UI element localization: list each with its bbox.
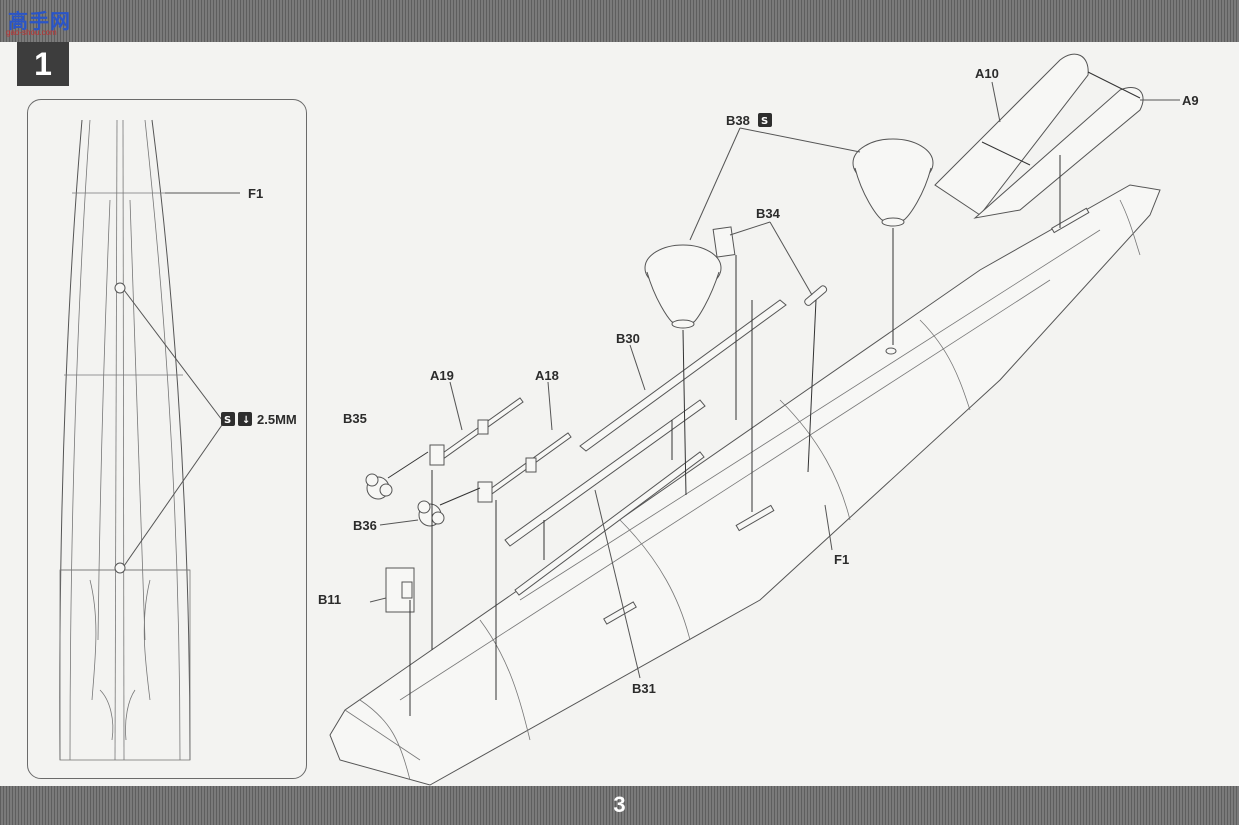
part-a9 (973, 87, 1144, 219)
step-number-badge: 1 (17, 42, 69, 86)
part-a18 (477, 432, 572, 503)
part-b38-left (644, 244, 722, 329)
b38-glue-icon: S (758, 113, 772, 127)
label-b35: B35 (343, 411, 367, 426)
detail-drill-note: 2.5MM (257, 412, 297, 427)
glue-icon: S (221, 412, 235, 426)
part-a10 (934, 53, 1089, 216)
page-number: 3 (613, 792, 626, 817)
top-bar (0, 0, 1239, 42)
svg-text:↓: ↓ (242, 415, 250, 426)
watermark-url: gao-shou.com (6, 28, 57, 37)
part-b30 (579, 299, 787, 452)
label-b38: B38 (726, 113, 750, 128)
label-b31: B31 (632, 681, 656, 696)
label-b30: B30 (616, 331, 640, 346)
drill-icon: ↓ (238, 412, 252, 426)
part-b36 (417, 500, 445, 527)
part-b11 (385, 567, 415, 613)
label-a19: A19 (430, 368, 454, 383)
svg-text:S: S (224, 415, 231, 426)
label-f1: F1 (834, 552, 849, 567)
bottom-bar (0, 786, 1239, 825)
label-b36: B36 (353, 518, 377, 533)
detail-view-panel (27, 99, 307, 779)
assembly-arrows (387, 71, 1141, 716)
detail-label-f1: F1 (248, 186, 263, 201)
detail-drill-hole-bottom (114, 562, 126, 574)
detail-fuselage-drawing (59, 119, 240, 761)
fuselage-f1 (329, 184, 1161, 786)
label-leaders (369, 81, 1180, 679)
part-b38-right (852, 138, 934, 227)
part-b35 (365, 473, 393, 500)
part-a19 (429, 397, 524, 466)
label-a18: A18 (535, 368, 559, 383)
watermark-text: 高手网 (8, 11, 71, 33)
watermark-logo: 高手网 gao-shou.com (2, 2, 72, 38)
detail-drill-hole-top (114, 282, 126, 294)
part-b34-right (804, 285, 828, 306)
label-a10: A10 (975, 66, 999, 81)
label-a9: A9 (1182, 93, 1199, 108)
part-b31 (504, 399, 706, 596)
label-b34: B34 (756, 206, 781, 221)
label-b11: B11 (318, 592, 341, 607)
part-b34-left (712, 226, 736, 258)
svg-text:S: S (761, 116, 768, 127)
